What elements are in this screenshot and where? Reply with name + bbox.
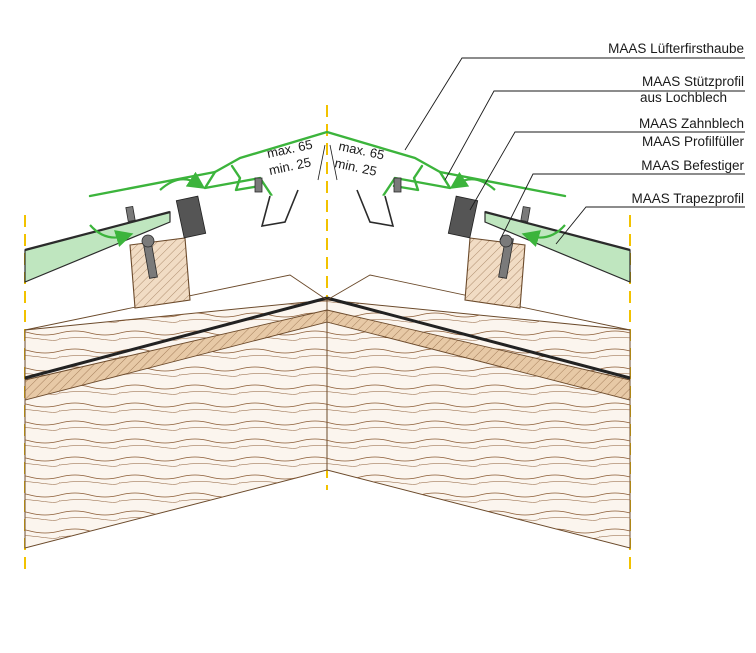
label-profilfueller: MAAS Profilfüller [642,134,745,149]
purlin-right [464,237,526,309]
stuetzprofil [230,164,424,192]
callout-labels: MAAS Lüfterfirsthaube MAAS Stützprofil a… [608,41,744,206]
label-stuetzprofil-1: MAAS Stützprofil [642,74,744,89]
sheathing-right [326,274,631,549]
label-luefterfirsthaube: MAAS Lüfterfirsthaube [608,41,744,56]
label-trapezprofil: MAAS Trapezprofil [631,191,744,206]
label-zahnblech: MAAS Zahnblech [639,116,744,131]
zahnblech [260,189,395,228]
befestiger [125,177,531,279]
purlin-left [129,237,191,309]
leader-lines [404,57,745,245]
dimension-right: max. 65 min. 25 [329,138,386,181]
profilfueller-left [175,195,207,239]
profilfueller-right [447,195,479,239]
airflow-arrows [89,171,566,247]
label-befestiger: MAAS Befestiger [641,158,744,173]
dimension-left: max. 65 min. 25 [266,137,326,181]
label-stuetzprofil-2: aus Lochblech [640,90,727,105]
sheathing-left [24,274,328,549]
